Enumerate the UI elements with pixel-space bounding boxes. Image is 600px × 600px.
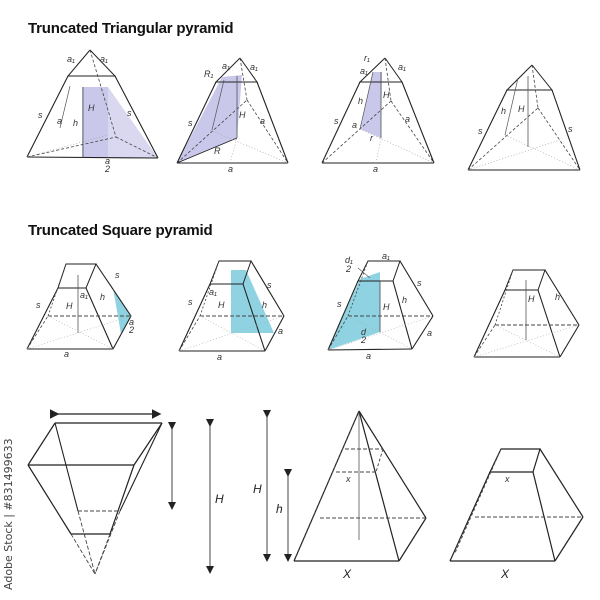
truncated-square-pyramid: x X xyxy=(449,448,584,581)
label-a: a xyxy=(57,116,62,126)
sq-pyramid-4: H h xyxy=(473,269,580,358)
label-h: h xyxy=(358,96,363,106)
label-h: h xyxy=(262,300,267,310)
label-a-half-den: 2 xyxy=(128,325,134,335)
label-X: X xyxy=(500,567,510,581)
label-s: s xyxy=(188,297,193,307)
label-a1: a₁ xyxy=(360,66,368,76)
label-h: h xyxy=(100,292,105,302)
label-h: h xyxy=(276,502,283,516)
label-h: h xyxy=(501,106,506,116)
label-s: s xyxy=(417,278,422,288)
label-a: a xyxy=(64,349,69,359)
label-d1-half-den: 2 xyxy=(345,264,351,274)
label-R: R xyxy=(214,146,221,156)
label-s: s xyxy=(115,270,120,280)
tri-pyramid-1: a₁ a₁ s s H a h a 2 xyxy=(26,49,159,174)
label-a-half-num: a xyxy=(105,156,110,166)
label-H: H xyxy=(88,103,95,113)
label-H: H xyxy=(253,482,262,496)
label-s: s xyxy=(188,118,193,128)
label-a-half-num: a xyxy=(129,317,134,327)
label-a: a xyxy=(352,120,357,130)
label-h: h xyxy=(73,118,78,128)
full-square-pyramid: x X xyxy=(293,410,427,581)
label-H: H xyxy=(215,492,224,506)
dimension-arrows: H H h xyxy=(168,410,292,574)
label-a: a xyxy=(405,114,410,124)
sq-pyramid-1: a₁ s s H h a 2 a xyxy=(26,263,134,359)
label-a-half-den: 2 xyxy=(104,164,110,174)
label-s: s xyxy=(334,116,339,126)
label-d1-half-num: d₁ xyxy=(345,255,353,265)
label-a: a xyxy=(373,164,378,174)
label-s: s xyxy=(337,299,342,309)
label-s: s xyxy=(127,108,132,118)
label-a: a xyxy=(278,326,283,336)
label-a: a xyxy=(366,351,371,361)
label-s: s xyxy=(36,300,41,310)
label-X: X xyxy=(342,567,352,581)
label-h: h xyxy=(555,292,560,302)
label-H: H xyxy=(518,104,525,114)
label-a1: a₁ xyxy=(100,54,108,64)
label-s: s xyxy=(267,280,272,290)
label-H: H xyxy=(383,302,390,312)
label-a1: a₁ xyxy=(80,290,88,300)
label-a1: a₁ xyxy=(209,287,217,297)
label-a1: a₁ xyxy=(250,62,258,72)
label-s: s xyxy=(38,110,43,120)
label-x: x xyxy=(504,474,510,484)
label-H: H xyxy=(239,110,246,120)
tri-pyramid-4: h H s s xyxy=(467,64,581,171)
label-s: s xyxy=(478,126,483,136)
section-title-triangular: Truncated Triangular pyramid xyxy=(28,20,234,37)
label-a: a xyxy=(260,116,265,126)
label-a: a xyxy=(427,328,432,338)
label-H: H xyxy=(66,301,73,311)
label-R1: R₁ xyxy=(204,69,213,79)
sq-pyramid-3: a₁ d₁ 2 s s H h d 2 a a xyxy=(327,251,434,361)
sq-pyramid-2: a₁ s s H h a a xyxy=(178,260,285,362)
label-r1: r₁ xyxy=(364,53,370,63)
label-a1: a₁ xyxy=(67,54,75,64)
section-title-square: Truncated Square pyramid xyxy=(28,222,213,239)
label-H: H xyxy=(218,300,225,310)
label-a1: a₁ xyxy=(398,62,406,72)
label-x: x xyxy=(345,474,351,484)
tri-pyramid-3: r₁ a₁ a₁ h H s a a r a xyxy=(321,53,435,174)
label-h: h xyxy=(402,295,407,305)
label-d-half-num: d xyxy=(361,327,367,337)
label-H: H xyxy=(383,90,390,100)
label-H: H xyxy=(528,294,535,304)
label-s: s xyxy=(568,124,573,134)
label-a1: a₁ xyxy=(382,251,390,261)
label-a1: a₁ xyxy=(222,61,230,71)
label-a: a xyxy=(228,164,233,174)
inverted-frustum xyxy=(27,409,163,575)
tri-pyramid-2: R₁ a₁ a₁ s H a R a xyxy=(176,57,289,174)
label-r: r xyxy=(370,133,374,143)
label-d-half-den: 2 xyxy=(360,335,366,345)
label-a: a xyxy=(217,352,222,362)
